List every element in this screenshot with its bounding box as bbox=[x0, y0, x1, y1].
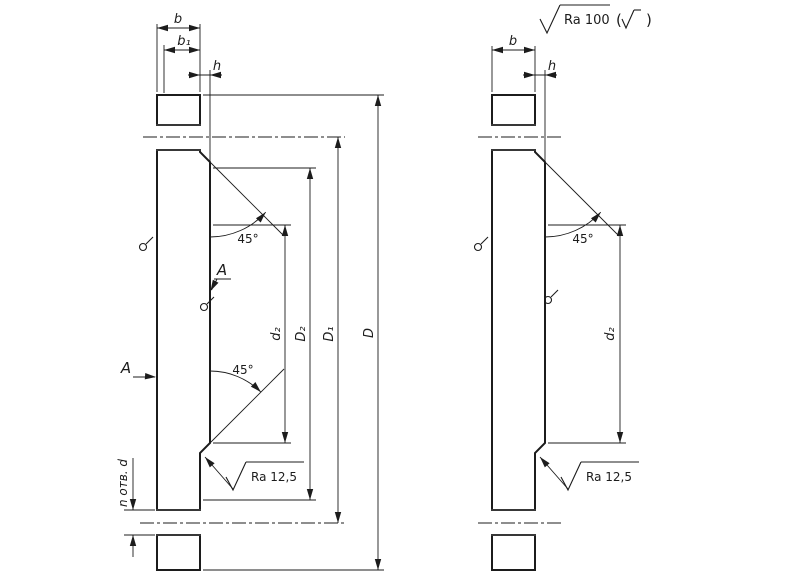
dim-d2-label: d₂ bbox=[603, 327, 618, 340]
roughness-callout-text: Ra 12,5 bbox=[251, 470, 297, 484]
dim-d2-label: d₂ bbox=[269, 327, 284, 340]
dim-b1: b₁ bbox=[163, 34, 200, 93]
roughness-icon bbox=[199, 296, 215, 312]
dim-b-label: b bbox=[509, 34, 517, 49]
dim-d2: d₂ bbox=[548, 224, 626, 444]
roughness-callout: Ra 12,5 bbox=[537, 454, 639, 492]
dim-D2: D₂ bbox=[203, 167, 316, 501]
angle-top-label: 45° bbox=[237, 232, 258, 246]
angle-arrow-bottom bbox=[250, 382, 264, 395]
chamfer-extension-top bbox=[209, 161, 285, 237]
bolt-hole-gap-bottom bbox=[490, 509, 537, 536]
chamfer-extension-bottom bbox=[209, 368, 285, 444]
general-roughness-note: Ra 100 ( ) bbox=[539, 4, 652, 35]
paren-close: ) bbox=[646, 11, 652, 29]
flange-section-body bbox=[491, 94, 546, 571]
roughness-callout-text: Ra 12,5 bbox=[586, 470, 632, 484]
bolt-hole-gap-bottom bbox=[155, 509, 202, 536]
roughness-callout: Ra 12,5 bbox=[202, 454, 304, 492]
dim-h-label: h bbox=[213, 59, 221, 74]
bolt-hole-edges bbox=[156, 124, 201, 536]
angle-top-label: 45° bbox=[572, 232, 593, 246]
surface-label-a-left: A bbox=[120, 359, 157, 381]
angle-arrow-top bbox=[255, 210, 269, 223]
dim-b-label: b bbox=[174, 12, 182, 27]
roughness-icon bbox=[543, 289, 559, 305]
dim-D: D bbox=[203, 94, 384, 571]
dim-h-label: h bbox=[548, 59, 556, 74]
dim-h: h bbox=[523, 59, 557, 161]
flange-section-body bbox=[156, 94, 211, 571]
bolt-hole-gap-top bbox=[490, 124, 537, 151]
dim-D-label: D bbox=[362, 328, 377, 338]
dim-bolt-holes-label: n отв. d bbox=[116, 459, 130, 507]
dim-b: b bbox=[491, 34, 536, 92]
angle-arrow-top bbox=[590, 210, 604, 223]
dim-d2: d₂ bbox=[213, 224, 291, 444]
surface-label-a-top: A bbox=[207, 261, 231, 293]
angle-bottom-label: 45° bbox=[232, 363, 253, 377]
chamfer-extension-top bbox=[544, 161, 620, 237]
roughness-check-icon bbox=[539, 4, 561, 35]
paren-open: ( bbox=[616, 11, 622, 29]
right-flange-view: b h d₂ 45° Ra 12,5 bbox=[473, 34, 639, 571]
dim-D2-label: D₂ bbox=[294, 326, 309, 341]
bolt-hole-edges bbox=[491, 124, 536, 536]
left-flange-view: b b₁ h d₂ bbox=[116, 12, 384, 571]
dim-D1-label: D₁ bbox=[322, 326, 337, 341]
dim-b1-label: b₁ bbox=[177, 34, 190, 49]
general-roughness-text: Ra 100 bbox=[564, 13, 610, 28]
dim-b: b bbox=[156, 12, 201, 92]
roughness-icon bbox=[473, 236, 489, 252]
surface-a-top-text: A bbox=[216, 261, 227, 279]
surface-a-left-text: A bbox=[120, 359, 131, 377]
bolt-hole-gap-top bbox=[155, 124, 202, 151]
roughness-check-small-icon bbox=[621, 9, 635, 30]
dim-D1: D₁ bbox=[322, 137, 342, 523]
roughness-icon bbox=[138, 236, 154, 252]
dim-bolt-holes: n отв. d bbox=[116, 458, 155, 557]
dim-h: h bbox=[188, 59, 222, 161]
